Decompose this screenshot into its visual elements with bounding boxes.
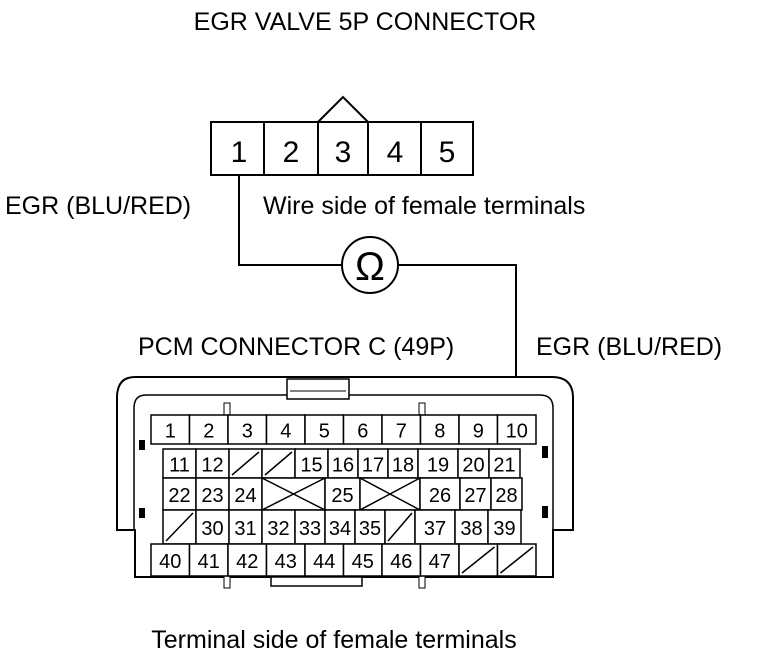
pcm-blank-slash [264, 451, 293, 476]
pcm-cell [227, 543, 268, 577]
pcm-terminal-17: 17 [362, 455, 384, 477]
pcm-cell [195, 509, 230, 545]
pcm-terminal-41: 41 [198, 551, 220, 573]
egr-valve-connector: 1 2 3 4 5 [210, 95, 474, 176]
pcm-terminal-42: 42 [236, 551, 258, 573]
pcm-terminal-8: 8 [434, 421, 445, 443]
egr-pin-2: 2 [283, 136, 300, 169]
pcm-terminal-30: 30 [201, 518, 223, 540]
pcm-terminal-43: 43 [275, 551, 297, 573]
pcm-terminal-31: 31 [234, 518, 256, 540]
pcm-terminal-44: 44 [313, 551, 335, 573]
pcm-terminal-47: 47 [429, 551, 451, 573]
pcm-blank-slash [500, 546, 534, 574]
pcm-blank-x [388, 477, 421, 511]
footer-label: Terminal side of female terminals [151, 626, 516, 654]
pcm-terminal-18: 18 [392, 455, 414, 477]
pcm-cell [496, 414, 537, 445]
pcm-cell [265, 414, 306, 445]
pcm-terminal-39: 39 [493, 518, 515, 540]
pcm-terminal-40: 40 [159, 551, 181, 573]
pcm-terminal-34: 34 [329, 518, 351, 540]
pcm-cell [414, 509, 456, 545]
pcm-cell [354, 509, 386, 545]
pcm-terminal-6: 6 [357, 421, 368, 443]
pcm-terminal-27: 27 [464, 485, 486, 507]
ohmmeter-icon [341, 236, 399, 294]
pcm-cell [487, 509, 522, 545]
pcm-terminal-19: 19 [427, 455, 449, 477]
ohm-symbol: Ω [355, 245, 385, 289]
egr-pin-3: 3 [335, 136, 352, 169]
pcm-terminal-4: 4 [280, 421, 291, 443]
pcm-cell [459, 477, 492, 511]
pcm-terminal-26: 26 [429, 485, 451, 507]
pcm-terminal-7: 7 [396, 421, 407, 443]
pcm-connector-title: PCM CONNECTOR C (49P) [138, 333, 454, 361]
pcm-blank-slash [387, 512, 413, 542]
pcm-terminal-25: 25 [331, 485, 353, 507]
pcm-terminal-23: 23 [201, 485, 223, 507]
pcm-cell [458, 414, 499, 445]
pcm-terminal-20: 20 [462, 455, 484, 477]
pcm-cell [457, 448, 490, 479]
wire-side-label: Wire side of female terminals [263, 192, 585, 220]
pcm-cell [261, 509, 296, 545]
egr-pin-4: 4 [387, 136, 404, 169]
pcm-cell [188, 414, 229, 445]
pcm-terminal-28: 28 [495, 485, 517, 507]
pcm-cell [419, 414, 460, 445]
ohmmeter-circuit: Ω [238, 175, 517, 412]
pcm-cell [304, 543, 345, 577]
egr-pin-1: 1 [231, 136, 248, 169]
pcm-cell [150, 543, 191, 577]
egr-pin-5: 5 [439, 136, 456, 169]
pcm-terminal-15: 15 [300, 455, 322, 477]
pcm-cell [162, 477, 197, 511]
pcm-cell [228, 477, 263, 511]
pcm-terminal-10: 10 [506, 421, 528, 443]
pcm-terminal-21: 21 [493, 455, 515, 477]
pcm-terminal-32: 32 [267, 518, 289, 540]
connector-latch [286, 378, 350, 400]
pcm-cell [342, 543, 383, 577]
pcm-terminal-35: 35 [359, 518, 381, 540]
pcm-cell [304, 414, 345, 445]
pcm-terminal-24: 24 [234, 485, 256, 507]
pcm-cell [488, 448, 521, 479]
pcm-terminal-38: 38 [460, 518, 482, 540]
pcm-terminal-2: 2 [203, 421, 214, 443]
pcm-terminal-16: 16 [332, 455, 354, 477]
pcm-terminal-22: 22 [168, 485, 190, 507]
pcm-terminal-12: 12 [201, 455, 223, 477]
connector-key-notch [317, 95, 369, 123]
left-wire-label: EGR (BLU/RED) [5, 192, 191, 220]
pcm-terminal-11: 11 [169, 455, 190, 477]
pcm-terminal-45: 45 [352, 551, 374, 573]
pcm-blank-slash [165, 512, 194, 542]
pcm-terminal-9: 9 [473, 421, 484, 443]
right-wire-label: EGR (BLU/RED) [536, 333, 722, 361]
pcm-cell [381, 543, 422, 577]
pcm-cell [324, 477, 361, 511]
pcm-terminal-3: 3 [242, 421, 253, 443]
pcm-blank-slash [461, 546, 495, 574]
pcm-blank-x [291, 477, 326, 511]
pcm-cell [195, 448, 230, 479]
pcm-terminal-33: 33 [299, 518, 321, 540]
pcm-terminal-1: 1 [165, 421, 176, 443]
pcm-terminal-46: 46 [390, 551, 412, 573]
pcm-cell [342, 414, 383, 445]
pcm-cell [490, 477, 523, 511]
pcm-blank-slash [231, 451, 260, 476]
pcm-terminal-5: 5 [319, 421, 330, 443]
diagram-title: EGR VALVE 5P CONNECTOR [194, 8, 537, 36]
pcm-terminal-37: 37 [424, 518, 446, 540]
pcm-cell [419, 477, 461, 511]
